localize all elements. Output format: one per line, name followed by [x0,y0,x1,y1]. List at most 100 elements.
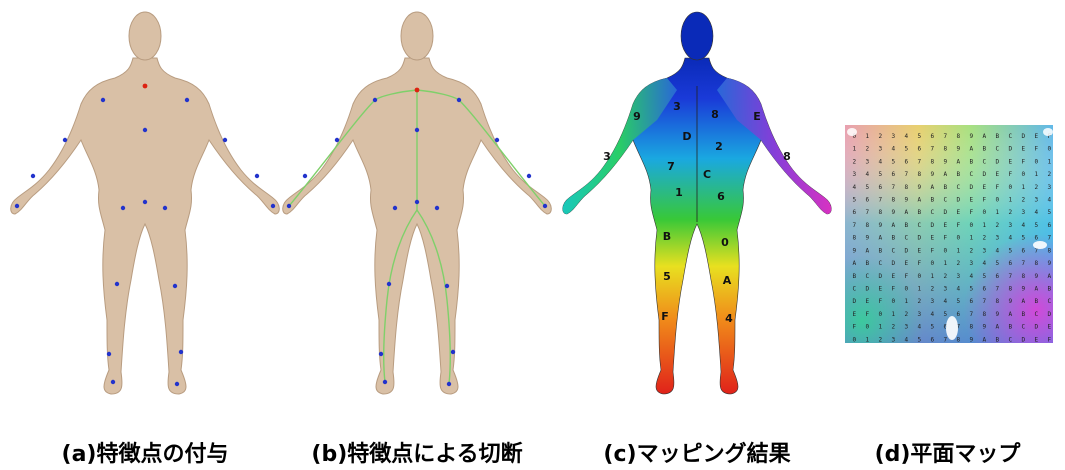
map-glyph: F [957,222,961,229]
map-glyph: E [905,260,909,267]
map-glyph: 6 [983,285,987,292]
highlight-top-right [1043,128,1053,136]
map-glyph: 6 [1009,260,1013,267]
map-glyph: 0 [983,209,987,216]
feature-point [415,128,419,132]
map-glyph: A [983,336,987,343]
map-glyph: E [1035,336,1039,343]
map-glyph: 2 [879,336,883,343]
map-glyph: 2 [983,235,987,242]
cut-lines-b [289,90,545,384]
map-glyph: A [905,209,909,216]
map-glyph: 9 [957,146,961,153]
map-glyph: B [983,146,987,153]
map-glyph: 7 [853,222,857,229]
map-glyph: 5 [970,285,974,292]
map-glyph: 0 [918,273,922,280]
map-glyph: E [996,171,1000,178]
feature-point [163,206,167,210]
map-glyph: 6 [1035,235,1039,242]
map-glyph: 1 [1009,197,1013,204]
map-glyph: 1 [853,146,857,153]
map-glyph: B [879,247,883,254]
map-glyph: 8 [866,222,870,229]
feature-point [387,282,391,286]
map-glyph: D [983,171,987,178]
feature-point [527,174,531,178]
map-glyph: 1 [1048,158,1052,165]
map-glyph: 4 [970,273,974,280]
map-glyph: 5 [957,298,961,305]
map-glyph: C [983,158,987,165]
map-glyph: B [1022,311,1026,318]
feature-points-a [15,84,275,387]
map-glyph: B [892,235,896,242]
map-glyph: 5 [983,273,987,280]
map-glyph: 2 [918,298,922,305]
figure-d-planar-map: 0123456789ABCDEF123456789ABCDEF023456789… [830,0,1065,420]
map-glyph: 2 [866,146,870,153]
texture-glyph: 6 [717,190,725,203]
map-glyph: B [905,222,909,229]
map-glyph: 2 [1009,209,1013,216]
map-glyph: 4 [1048,197,1052,204]
map-glyph: F [983,197,987,204]
map-glyph: 9 [1009,298,1013,305]
map-glyph: 8 [918,171,922,178]
texture-glyph: 3 [673,100,681,113]
map-glyph: C [931,209,935,216]
body-a-head [129,12,161,60]
map-glyph: 8 [1035,260,1039,267]
feature-point [457,98,461,102]
map-glyph: A [996,324,1000,331]
feature-point [445,284,449,288]
figure-a-feature-points [0,0,290,420]
map-glyph: 2 [996,222,1000,229]
map-glyph: 3 [892,133,896,140]
map-glyph: 6 [931,133,935,140]
map-glyph: C [866,273,870,280]
map-glyph: 8 [931,158,935,165]
map-glyph: D [879,273,883,280]
map-glyph: E [1035,133,1039,140]
map-glyph: 8 [1009,285,1013,292]
map-glyph: E [957,209,961,216]
map-glyph: D [853,298,857,305]
map-glyph: 5 [996,260,1000,267]
feature-point [373,98,377,102]
map-glyph: 9 [970,336,974,343]
map-glyph: 4 [879,158,883,165]
map-glyph: F [1035,146,1039,153]
highlight-top-left [847,128,857,136]
map-glyph: 8 [892,197,896,204]
feature-point [435,206,439,210]
map-glyph: 0 [931,260,935,267]
map-glyph: 3 [944,285,948,292]
map-glyph: 9 [905,197,909,204]
map-glyph: E [853,311,857,318]
map-glyph: B [1035,298,1039,305]
map-glyph: 6 [957,311,961,318]
map-glyph: 7 [879,197,883,204]
map-glyph: 0 [1009,184,1013,191]
map-glyph: E [892,273,896,280]
panel-c: 38D27C16B05AF49E38 (c)マッピング結果 [552,0,842,470]
texture-glyph: 9 [633,110,641,123]
map-glyph: 4 [892,146,896,153]
map-glyph: 4 [905,133,909,140]
texture-glyph: B [663,230,671,243]
map-glyph: 3 [1035,197,1039,204]
map-glyph: 9 [983,324,987,331]
map-glyph: 9 [970,133,974,140]
texture-glyph: D [682,130,691,143]
feature-point [115,282,119,286]
map-glyph: D [892,260,896,267]
map-glyph: 4 [1009,235,1013,242]
map-glyph: 3 [996,235,1000,242]
map-glyph: 9 [996,311,1000,318]
feature-point [379,352,383,356]
map-glyph: 0 [1048,146,1052,153]
map-glyph: B [1048,285,1052,292]
map-glyph: 0 [853,336,857,343]
